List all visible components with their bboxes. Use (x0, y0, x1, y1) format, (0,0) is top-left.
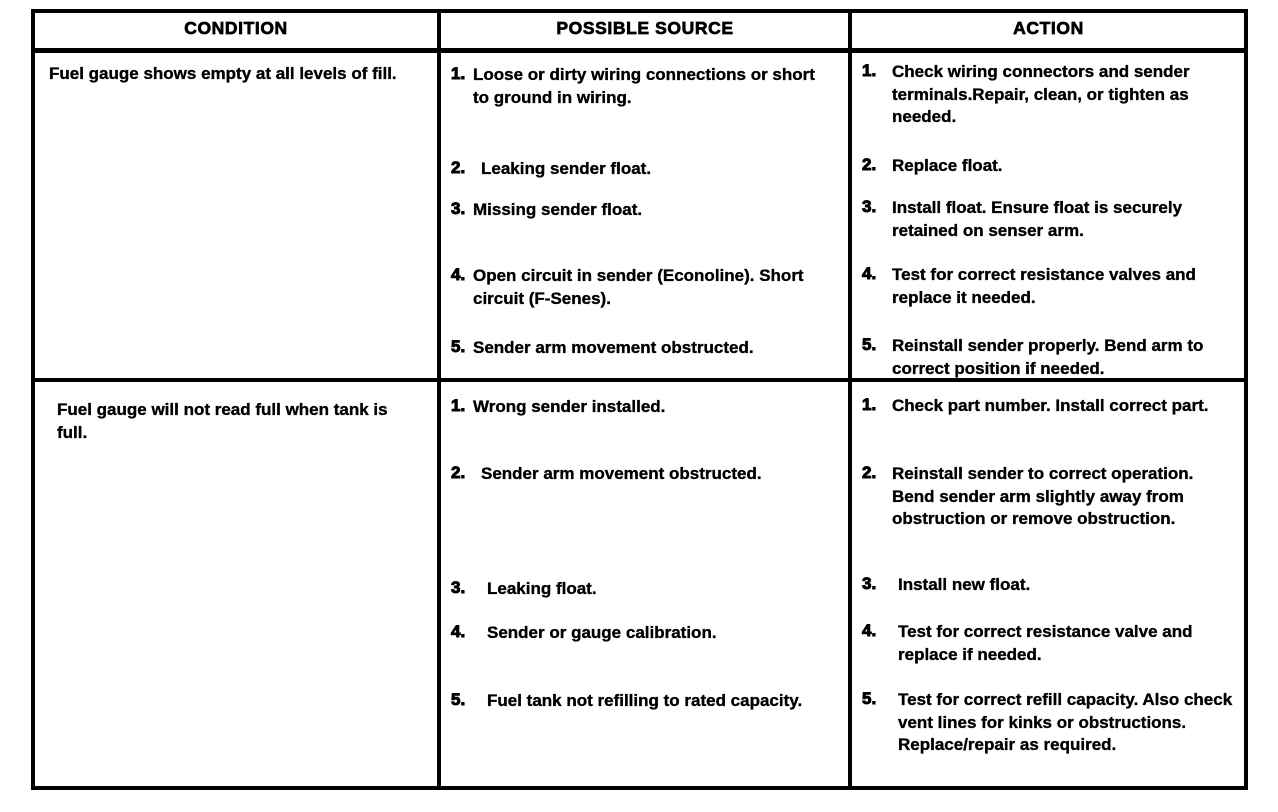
column-divider-2 (848, 13, 852, 786)
list-item-number: 5. (861, 689, 877, 709)
list-item: 3. Leaking float. (450, 578, 836, 601)
condition-text: Fuel gauge shows empty at all levels of … (49, 64, 397, 83)
column-divider-1 (437, 13, 441, 786)
list-item-text: Leaking sender float. (481, 159, 652, 178)
list-item-text: Sender arm movement obstructed. (473, 338, 754, 357)
condition-text: Fuel gauge will not read full when tank … (57, 400, 388, 442)
list-item: 3. Install new float. (861, 574, 1234, 597)
list-item-number: 5. (861, 335, 877, 355)
possible-source-cell: 1. Loose or dirty wiring connections or … (441, 53, 848, 378)
list-item-number: 2. (450, 463, 466, 483)
list-item-text: Test for correct refill capacity. Also c… (898, 690, 1233, 755)
column-header-action: ACTION (1013, 18, 1084, 39)
list-item-text: Replace float. (892, 156, 1003, 175)
list-item-number: 4. (450, 622, 466, 642)
list-item-text: Reinstall sender to correct operation. B… (892, 464, 1194, 529)
list-item-text: Wrong sender installed. (473, 397, 666, 416)
table-row: Fuel gauge shows empty at all levels of … (35, 53, 437, 378)
action-cell: 1. Check wiring connectors and sender te… (852, 53, 1244, 378)
list-item: 3. Install float. Ensure float is secure… (861, 197, 1234, 242)
column-header-possible-source: POSSIBLE SOURCE (556, 18, 734, 39)
list-item-text: Test for correct resistance valve and re… (898, 622, 1193, 664)
list-item-text: Fuel tank not refilling to rated capacit… (487, 691, 803, 710)
list-item: 1. Wrong sender installed. (450, 396, 836, 419)
list-item: 2. Sender arm movement obstructed. (450, 463, 836, 486)
list-item-text: Install float. Ensure float is securely … (892, 198, 1183, 240)
list-item: 5. Sender arm movement obstructed. (450, 337, 831, 360)
list-item-text: Test for correct resistance valves and r… (892, 265, 1196, 307)
list-item-number: 3. (861, 574, 877, 594)
list-item: 3. Missing sender float. (450, 199, 831, 222)
list-item-number: 1. (861, 395, 877, 415)
table-row: Fuel gauge will not read full when tank … (35, 382, 437, 786)
troubleshooting-table: CONDITION POSSIBLE SOURCE ACTION Fuel ga… (31, 9, 1248, 790)
list-item-text: Reinstall sender properly. Bend arm to c… (892, 336, 1204, 378)
list-item-text: Check part number. Install correct part. (892, 396, 1209, 415)
list-item-number: 1. (450, 64, 466, 84)
list-item: 1. Check part number. Install correct pa… (861, 395, 1234, 418)
list-item: 2. Leaking sender float. (450, 158, 831, 181)
list-item-text: Sender arm movement obstructed. (481, 464, 762, 483)
list-item-text: Loose or dirty wiring connections or sho… (473, 65, 815, 107)
list-item-number: 2. (861, 155, 877, 175)
list-item: 5. Reinstall sender properly. Bend arm t… (861, 335, 1234, 380)
list-item: 2. Replace float. (861, 155, 1234, 178)
list-item-number: 5. (450, 690, 466, 710)
list-item: 5. Fuel tank not refilling to rated capa… (450, 690, 836, 713)
list-item-number: 3. (450, 199, 466, 219)
list-item: 4. Open circuit in sender (Econoline). S… (450, 265, 831, 310)
list-item-text: Check wiring connectors and sender termi… (892, 62, 1190, 127)
list-item-number: 4. (861, 264, 877, 284)
list-item-number: 3. (861, 197, 877, 217)
list-item-number: 1. (450, 396, 466, 416)
column-header-condition: CONDITION (184, 18, 288, 39)
list-item-text: Leaking float. (487, 579, 597, 598)
possible-source-cell: 1. Wrong sender installed. 2. Sender arm… (441, 382, 848, 786)
list-item: 4. Sender or gauge calibration. (450, 622, 836, 645)
list-item-number: 2. (861, 463, 877, 483)
list-item-text: Install new float. (898, 575, 1031, 594)
list-item-text: Sender or gauge calibration. (487, 623, 717, 642)
header-divider-rule (35, 48, 1244, 53)
list-item: 4. Test for correct resistance valves an… (861, 264, 1234, 309)
list-item-number: 4. (450, 265, 466, 285)
list-item: 1. Loose or dirty wiring connections or … (450, 64, 831, 109)
list-item: 2. Reinstall sender to correct operation… (861, 463, 1234, 531)
list-item-text: Open circuit in sender (Econoline). Shor… (473, 266, 804, 308)
list-item: 4. Test for correct resistance valve and… (861, 621, 1234, 666)
list-item-number: 1. (861, 61, 877, 81)
action-cell: 1. Check part number. Install correct pa… (852, 382, 1244, 786)
list-item: 1. Check wiring connectors and sender te… (861, 61, 1234, 129)
list-item-text: Missing sender float. (473, 200, 643, 219)
list-item-number: 3. (450, 578, 466, 598)
list-item: 5. Test for correct refill capacity. Als… (861, 689, 1234, 757)
list-item-number: 5. (450, 337, 466, 357)
table-header-row: CONDITION POSSIBLE SOURCE ACTION (31, 9, 1248, 48)
list-item-number: 4. (861, 621, 877, 641)
list-item-number: 2. (450, 158, 466, 178)
row-divider-rule (35, 378, 1244, 382)
